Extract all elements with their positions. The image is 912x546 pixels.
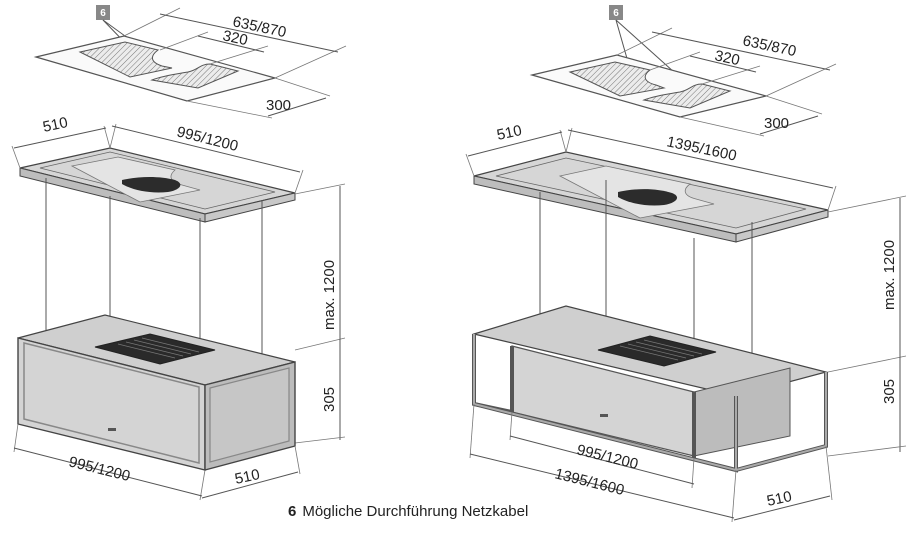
right-plate-width: 300 (764, 115, 789, 132)
right-hood-box: 995/1200 1395/1600 510 (469, 305, 833, 523)
left-bottom-depth: 510 (233, 466, 261, 488)
left-hood-top: 510 995/1200 (11, 114, 304, 223)
right-bottom-length-inner: 995/1200 (575, 441, 640, 473)
right-hood-top: 510 1395/1600 (465, 122, 837, 243)
left-height-dim: max. 1200 305 (294, 183, 346, 444)
right-top-length: 1395/1600 (665, 133, 738, 164)
left-plate-width: 300 (266, 97, 291, 114)
right-badge-label: 6 (613, 8, 619, 19)
left-ceiling-plate: 635/870 320 300 (33, 7, 347, 119)
figure-caption: 6 Mögliche Durchführung Netzkabel (288, 503, 528, 520)
right-plate-length: 635/870 (741, 32, 798, 60)
right-assembly: 6 635/870 320 300 (465, 5, 907, 523)
left-hood-box: 995/1200 510 (13, 314, 301, 501)
right-height-dim: max. 1200 305 (827, 195, 907, 457)
left-assembly: 6 635/870 320 300 (11, 5, 347, 501)
left-box-height: 305 (321, 387, 338, 412)
right-box-height: 305 (881, 379, 898, 404)
right-bottom-length-outer: 1395/1600 (553, 465, 626, 499)
left-top-depth: 510 (41, 114, 69, 136)
right-cutout-length: 320 (713, 47, 741, 69)
left-suspension-rods (45, 178, 263, 382)
caption-number: 6 (288, 503, 297, 520)
left-badge-label: 6 (100, 8, 106, 19)
right-top-depth: 510 (495, 122, 523, 144)
left-cutout-length: 320 (221, 27, 249, 49)
caption-text: Mögliche Durchführung Netzkabel (302, 503, 529, 520)
right-ceiling-plate: 635/870 320 300 (529, 27, 837, 137)
right-max-height: max. 1200 (881, 240, 898, 310)
right-bottom-depth: 510 (765, 488, 793, 510)
left-top-length: 995/1200 (175, 123, 240, 155)
left-bottom-length: 995/1200 (67, 453, 132, 485)
left-max-height: max. 1200 (321, 260, 338, 330)
